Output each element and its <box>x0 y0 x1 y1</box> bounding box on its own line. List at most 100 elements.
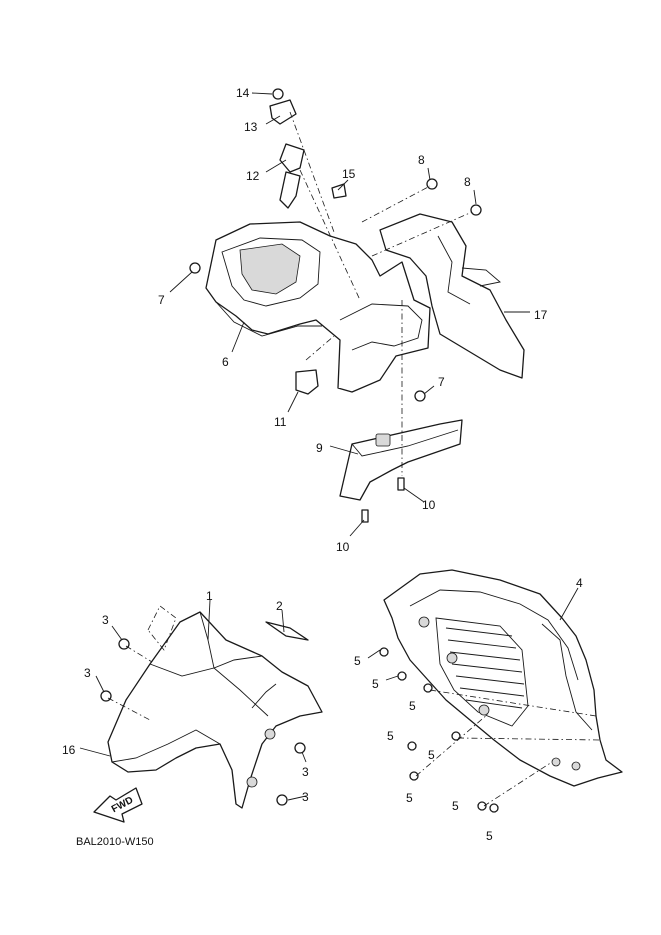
front-fender-assembly-line <box>125 645 153 663</box>
side-cover-assembly-line-4 <box>483 761 553 807</box>
callout-7: 7 <box>158 293 165 307</box>
rear-fender-lower-rib <box>339 303 423 351</box>
callout-3: 3 <box>302 765 309 779</box>
assembly-line-b <box>299 169 361 301</box>
bolt-10-right <box>397 477 405 491</box>
callout-9: 9 <box>316 441 323 455</box>
bolt-7-left <box>189 262 201 274</box>
callout-5: 5 <box>428 748 435 762</box>
fwd-arrow: FWD <box>93 787 143 823</box>
fwd-arrow-shape <box>93 787 143 823</box>
license-bracket-fold <box>351 429 459 457</box>
screw-5-b <box>397 671 407 681</box>
callout-10: 10 <box>336 540 350 554</box>
front-fender-lip <box>111 729 221 763</box>
side-cover-hole-c <box>478 704 490 716</box>
callout-7: 7 <box>438 375 445 389</box>
callout-2: 2 <box>276 599 283 613</box>
bolt-3-right-lower <box>276 794 288 806</box>
assembly-line-d <box>371 211 473 257</box>
callout-3: 3 <box>84 666 91 680</box>
seat-lock-stay <box>279 143 305 173</box>
license-bracket-boss <box>375 433 391 447</box>
rear-fender-edge <box>215 301 322 337</box>
assembly-line-c <box>361 185 431 223</box>
callout-16: 16 <box>62 743 76 757</box>
callout-13: 13 <box>244 120 258 134</box>
callout-5: 5 <box>452 799 459 813</box>
side-cover-assembly-line-3 <box>415 713 489 777</box>
screw-5-a <box>379 647 389 657</box>
side-cover-louver-frame <box>435 617 529 727</box>
front-fender-hole-b <box>246 776 258 788</box>
rear-fender-cavity <box>239 243 301 295</box>
front-fender-decal-2 <box>265 621 309 641</box>
rear-fender-inner-wall <box>221 237 321 307</box>
callout-5: 5 <box>387 729 394 743</box>
callout-5: 5 <box>354 654 361 668</box>
rear-fender-assembly <box>189 88 525 523</box>
callout-3: 3 <box>102 613 109 627</box>
callout-8: 8 <box>418 153 425 167</box>
side-cover-assembly-line-1 <box>429 689 597 717</box>
front-fender-assembly-line-2 <box>107 697 151 721</box>
bolt-10-left <box>361 509 369 523</box>
screw-5-g <box>477 801 487 811</box>
side-cover-hole-b <box>446 652 458 664</box>
side-cover-hole-d <box>551 757 561 767</box>
side-cover-flank <box>541 623 593 731</box>
seat-lock-cable <box>279 171 301 209</box>
bolt-14-head <box>272 88 284 100</box>
clip-15 <box>331 183 347 199</box>
callout-4: 4 <box>576 576 583 590</box>
front-fender-side-decal <box>251 683 277 709</box>
callout-3: 3 <box>302 790 309 804</box>
side-cover-louvers <box>445 627 525 709</box>
rear-fender-tail-ridge <box>437 235 471 305</box>
callout-5: 5 <box>486 829 493 843</box>
callout-11: 11 <box>274 415 287 429</box>
front-fender-assembly <box>100 605 323 809</box>
callout-17: 17 <box>534 308 548 322</box>
callout-leaders <box>79 92 579 801</box>
side-cover-body <box>383 569 623 787</box>
side-cover-hole-e <box>571 761 581 771</box>
bolt-8-upper <box>426 178 438 190</box>
callout-6: 6 <box>222 355 229 369</box>
callout-15: 15 <box>342 167 356 181</box>
decal-ghost <box>147 605 177 651</box>
grommet-11 <box>295 369 319 395</box>
bolt-3-lower-left <box>100 690 112 702</box>
screw-5-d <box>407 741 417 751</box>
license-bracket <box>339 419 463 501</box>
side-cover-assembly <box>379 569 623 813</box>
bolt-7-right <box>414 390 426 402</box>
callout-12: 12 <box>246 169 260 183</box>
bolt-8-lower <box>470 204 482 216</box>
assembly-line-a <box>289 111 335 233</box>
screw-5-f <box>409 771 419 781</box>
front-fender-flank <box>149 663 269 717</box>
callout-1: 1 <box>206 589 213 603</box>
seat-lock-bracket <box>269 99 297 125</box>
screw-5-h <box>489 803 499 813</box>
front-fender-body <box>107 611 323 809</box>
bolt-3-right-upper <box>294 742 306 754</box>
callout-10: 10 <box>422 498 436 512</box>
front-fender-hole-a <box>264 728 276 740</box>
side-cover-hole-a <box>418 616 430 628</box>
drawing-code: BAL2010-W150 <box>76 836 154 848</box>
rear-fender-tail-fin <box>461 267 501 287</box>
callout-14: 14 <box>236 86 250 100</box>
callout-5: 5 <box>372 677 379 691</box>
side-cover-rim <box>409 589 579 681</box>
rear-fender-tail <box>379 213 525 379</box>
side-cover-assembly-line-2 <box>457 737 601 741</box>
screw-5-c <box>423 683 433 693</box>
callout-8: 8 <box>464 175 471 189</box>
assembly-line-f <box>305 335 335 361</box>
callout-5: 5 <box>409 699 416 713</box>
bolt-3-upper-left <box>118 638 130 650</box>
